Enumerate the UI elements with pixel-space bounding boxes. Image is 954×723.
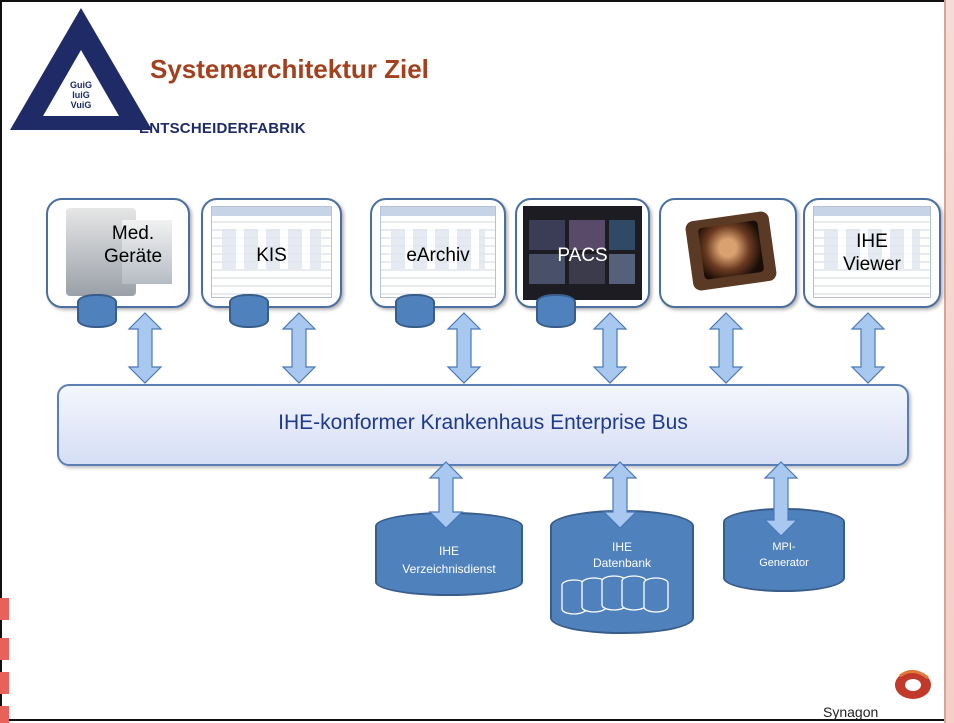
bidirectional-arrow	[708, 312, 744, 384]
enterprise-bus: IHE-konformer Krankenhaus Enterprise Bus	[57, 384, 909, 466]
decorative-mark	[0, 672, 9, 694]
system-label-line: Viewer	[843, 254, 901, 275]
database-stack-icon	[561, 575, 669, 615]
bidirectional-arrow	[592, 312, 628, 384]
system-kis: KIS	[201, 198, 342, 308]
system-label: IHE Viewer	[805, 230, 939, 276]
service-label-line: IHE	[438, 544, 459, 558]
service-label-line: MPI-	[772, 541, 796, 553]
system-label: Med. Geräte	[78, 222, 188, 268]
screenshot-image	[380, 206, 496, 298]
system-label: PACS	[557, 245, 608, 266]
bidirectional-arrow	[428, 461, 464, 529]
system-label-line: Med.	[111, 223, 155, 244]
service-label-line: Generator	[759, 557, 809, 569]
logo-line-2: IuiG	[72, 90, 90, 100]
logo-line-1: GuiG	[70, 80, 92, 90]
bidirectional-arrow	[127, 312, 163, 384]
system-earchiv: eArchiv	[370, 198, 506, 308]
database-icon	[536, 294, 576, 328]
screenshot-image	[813, 206, 931, 298]
system-tablet	[659, 198, 797, 308]
service-datenbank: IHE Datenbank	[550, 510, 694, 634]
right-border-line	[944, 0, 946, 723]
service-label-line: Verzeichnisdienst	[402, 562, 496, 576]
synagon-logo-text: Synagon	[823, 704, 879, 720]
database-icon	[395, 294, 435, 328]
system-label-line: IHE	[856, 231, 888, 252]
brand-text: ENTSCHEIDERFABRIK	[139, 120, 306, 137]
logo-line-3: VuiG	[71, 100, 92, 110]
bidirectional-arrow	[850, 312, 886, 384]
gvg-logo: GuiG IuiG VuiG	[10, 8, 152, 130]
bus-label: IHE-konformer Krankenhaus Enterprise Bus	[278, 411, 688, 434]
brain-scan-image	[697, 220, 765, 280]
slide-title: Systemarchitektur Ziel	[150, 54, 429, 84]
system-label-line: Geräte	[103, 246, 163, 267]
service-label-line: IHE	[611, 540, 632, 554]
database-icon	[229, 294, 269, 328]
bidirectional-arrow	[763, 461, 799, 537]
medical-device-image-2	[122, 220, 172, 284]
synagon-logo-icon	[895, 670, 931, 699]
bidirectional-arrow	[602, 461, 638, 529]
service-label-line: Datenbank	[592, 556, 652, 570]
system-label: KIS	[256, 245, 287, 266]
bidirectional-arrow	[281, 312, 317, 384]
decorative-mark	[0, 706, 9, 723]
service-mpi-generator: MPI- Generator	[723, 508, 845, 592]
pacs-image	[523, 206, 642, 300]
system-label: eArchiv	[406, 245, 470, 266]
database-icon	[77, 294, 117, 328]
decorative-mark	[0, 598, 9, 620]
bidirectional-arrow	[446, 312, 482, 384]
decorative-mark	[0, 638, 9, 660]
right-border-strip	[946, 0, 954, 723]
screenshot-image	[211, 206, 332, 298]
system-med-geraete: Med. Geräte	[46, 198, 190, 308]
system-ihe-viewer: IHE Viewer	[803, 198, 941, 308]
system-pacs: PACS	[515, 198, 650, 308]
